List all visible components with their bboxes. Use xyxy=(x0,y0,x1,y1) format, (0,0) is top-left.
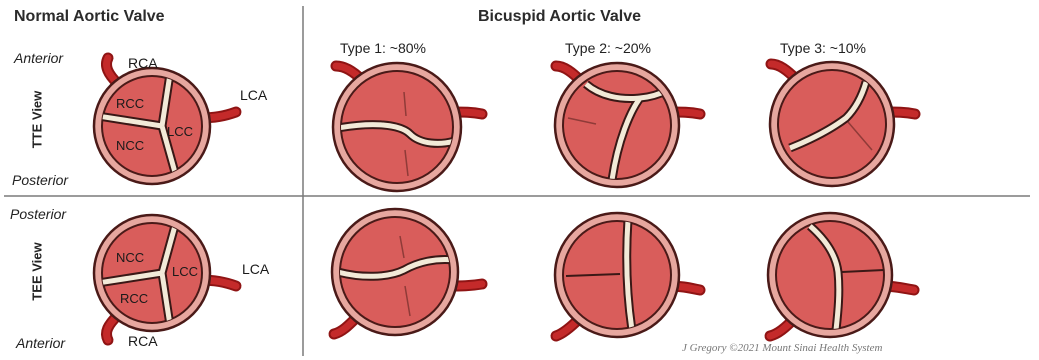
bicuspid-tte-type-1 xyxy=(333,63,482,191)
normal-valve-tte xyxy=(94,58,236,184)
tee-cusp-1: NCC xyxy=(116,250,144,265)
bicuspid-tee-type-2 xyxy=(555,213,700,337)
tte-cusp-1: RCC xyxy=(116,96,144,111)
bicuspid-tee-type-1 xyxy=(332,209,482,335)
tee-rca-label: RCA xyxy=(128,333,158,349)
bicuspid-tte-type-2 xyxy=(555,63,700,187)
tee-cusp-3: RCC xyxy=(120,291,148,306)
tee-lca-label: LCA xyxy=(242,261,270,277)
normal-valve-tee xyxy=(94,215,236,340)
tte-cusp-3: NCC xyxy=(116,138,144,153)
tte-cusp-2: LCC xyxy=(167,124,193,139)
tte-lca-label: LCA xyxy=(240,87,268,103)
bicuspid-tee-type-3 xyxy=(768,213,914,337)
bicuspid-tte-type-3 xyxy=(770,62,915,186)
tte-rca-label: RCA xyxy=(128,55,158,71)
tee-cusp-2: LCC xyxy=(172,264,198,279)
